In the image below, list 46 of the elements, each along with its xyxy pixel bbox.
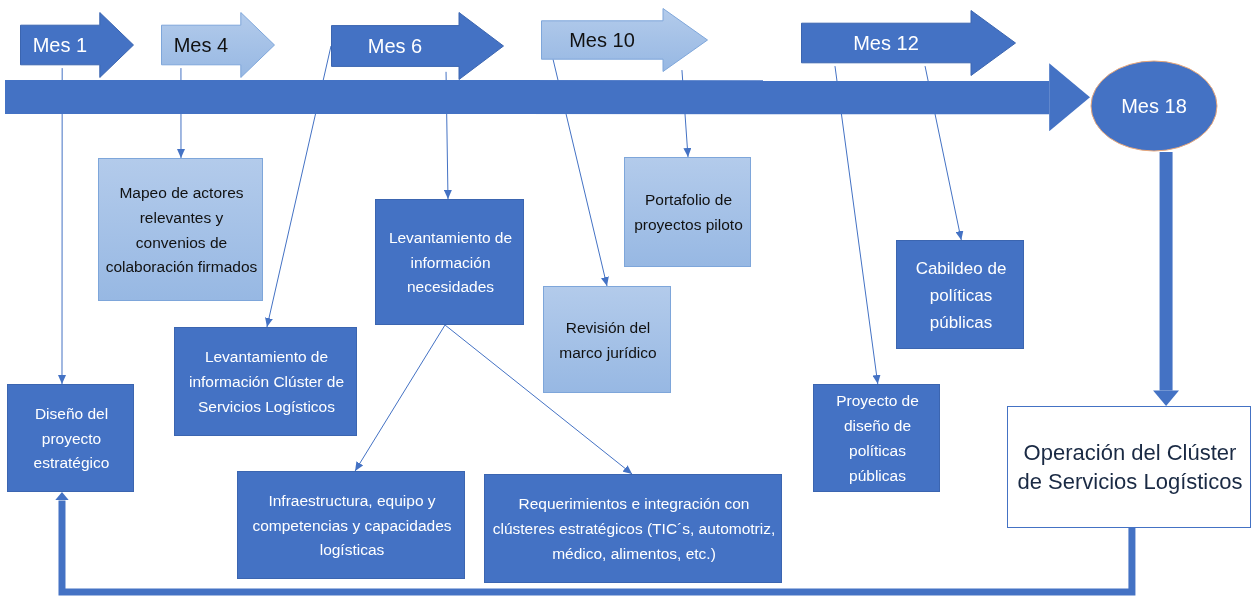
month-label: Mes 10 xyxy=(569,28,635,53)
process-box xyxy=(375,199,524,325)
month-label: Mes 18 xyxy=(1121,94,1187,119)
box-text: Infraestructura, equipo y competencias y capacidades logísticas xyxy=(251,490,453,561)
box-text: Proyecto de diseño de políticas públicas xyxy=(835,391,920,486)
month-label: Mes 6 xyxy=(367,34,423,59)
month-arrow xyxy=(161,12,275,78)
box-text: Levantamiento de información necesidades xyxy=(387,227,514,298)
box-text: Cabildeo de políticas públicas xyxy=(914,257,1008,335)
arrow xyxy=(444,324,633,475)
arrow xyxy=(55,492,1136,596)
arrow xyxy=(5,63,1090,132)
arrow xyxy=(443,71,452,200)
process-box xyxy=(1007,406,1251,528)
month-label: Mes 4 xyxy=(173,33,229,58)
arrow xyxy=(552,58,609,287)
process-box xyxy=(237,471,465,579)
box-text: Mapeo de actores relevantes y convenios de colaboración firmados xyxy=(105,182,258,278)
process-box xyxy=(896,240,1024,349)
process-box xyxy=(7,384,134,492)
process-box xyxy=(813,384,940,492)
process-box xyxy=(543,286,671,393)
process-box xyxy=(484,474,782,583)
box-text: Diseño del proyecto estratégico xyxy=(32,403,111,474)
month-label: Mes 12 xyxy=(853,31,919,56)
arrow xyxy=(681,69,692,158)
box-text: Revisión del marco jurídico xyxy=(558,317,658,363)
month-arrow xyxy=(20,12,134,78)
month-label: Mes 1 xyxy=(32,33,88,58)
month-arrow xyxy=(801,10,1016,76)
arrow xyxy=(354,324,446,472)
month-arrow xyxy=(331,12,504,80)
arrow xyxy=(834,65,881,385)
arrow xyxy=(1153,152,1180,406)
arrow xyxy=(265,45,332,328)
box-text: Requerimientos e integración con clústeres estratégicos (TIC´s, automotriz, médico, alimentos, etc.) xyxy=(491,494,777,564)
box-text: Portafolio de proyectos piloto xyxy=(633,190,744,235)
month-arrow xyxy=(541,8,708,72)
process-box xyxy=(98,158,263,301)
arrow xyxy=(58,67,66,385)
milestone-ellipse xyxy=(1090,60,1218,152)
arrow xyxy=(177,67,185,159)
box-text: Operación del Clúster de Servicios Logísticos xyxy=(1016,439,1244,496)
process-box xyxy=(624,157,751,267)
box-text: Levantamiento de información Clúster de Servicios Logísticos xyxy=(187,347,346,417)
process-box xyxy=(174,327,357,436)
